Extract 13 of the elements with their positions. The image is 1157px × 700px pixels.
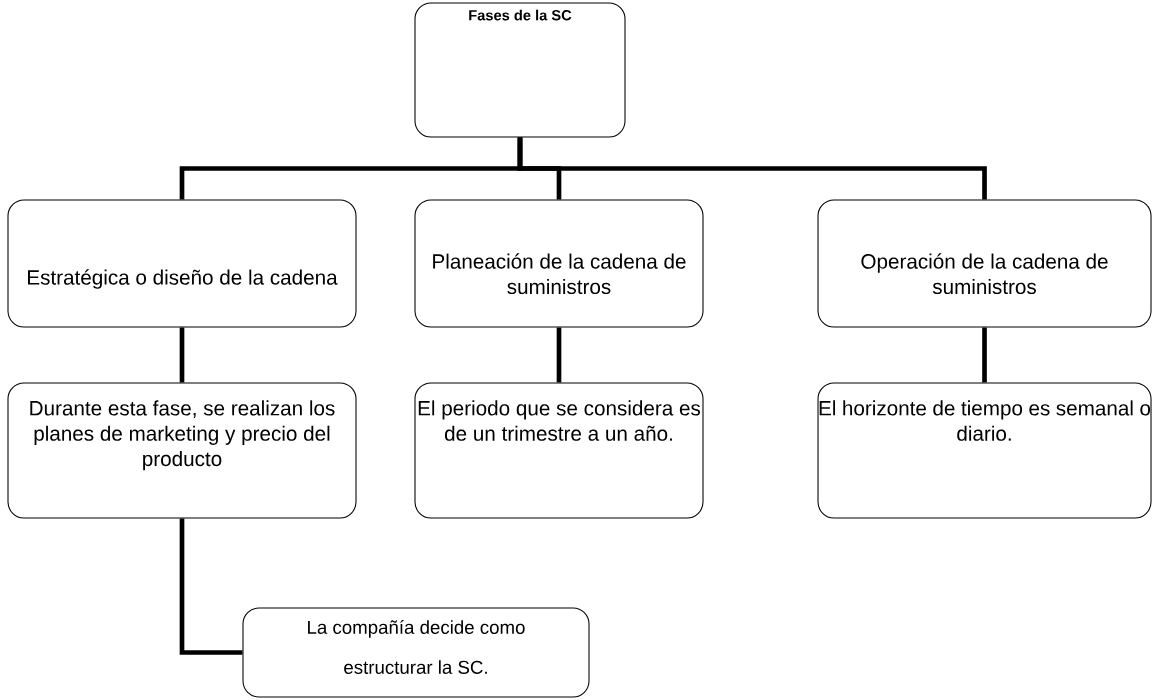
text-box: Operación de la cadena de suministros [817, 199, 1152, 328]
text-box: Planeación de la cadena de suministros [414, 199, 704, 328]
text-box: El periodo que se considera es de un trimestre a un año. [414, 382, 704, 519]
text-box: Fases de la SC [414, 2, 626, 138]
connector-line [517, 137, 987, 200]
text-box: El horizonte de tiempo es semanal o diario. [817, 382, 1152, 519]
text-box: La compañía decide como estructurar la SC. [242, 607, 590, 698]
text-box: Estratégica o diseño de la cadena [7, 199, 357, 328]
connector-line [179, 327, 185, 383]
text-box: Durante esta fase, se realizan los planes de marketing y precio del producto [7, 382, 357, 519]
connector-line [982, 327, 987, 383]
connector-line [556, 327, 562, 383]
connector-line [179, 518, 243, 655]
